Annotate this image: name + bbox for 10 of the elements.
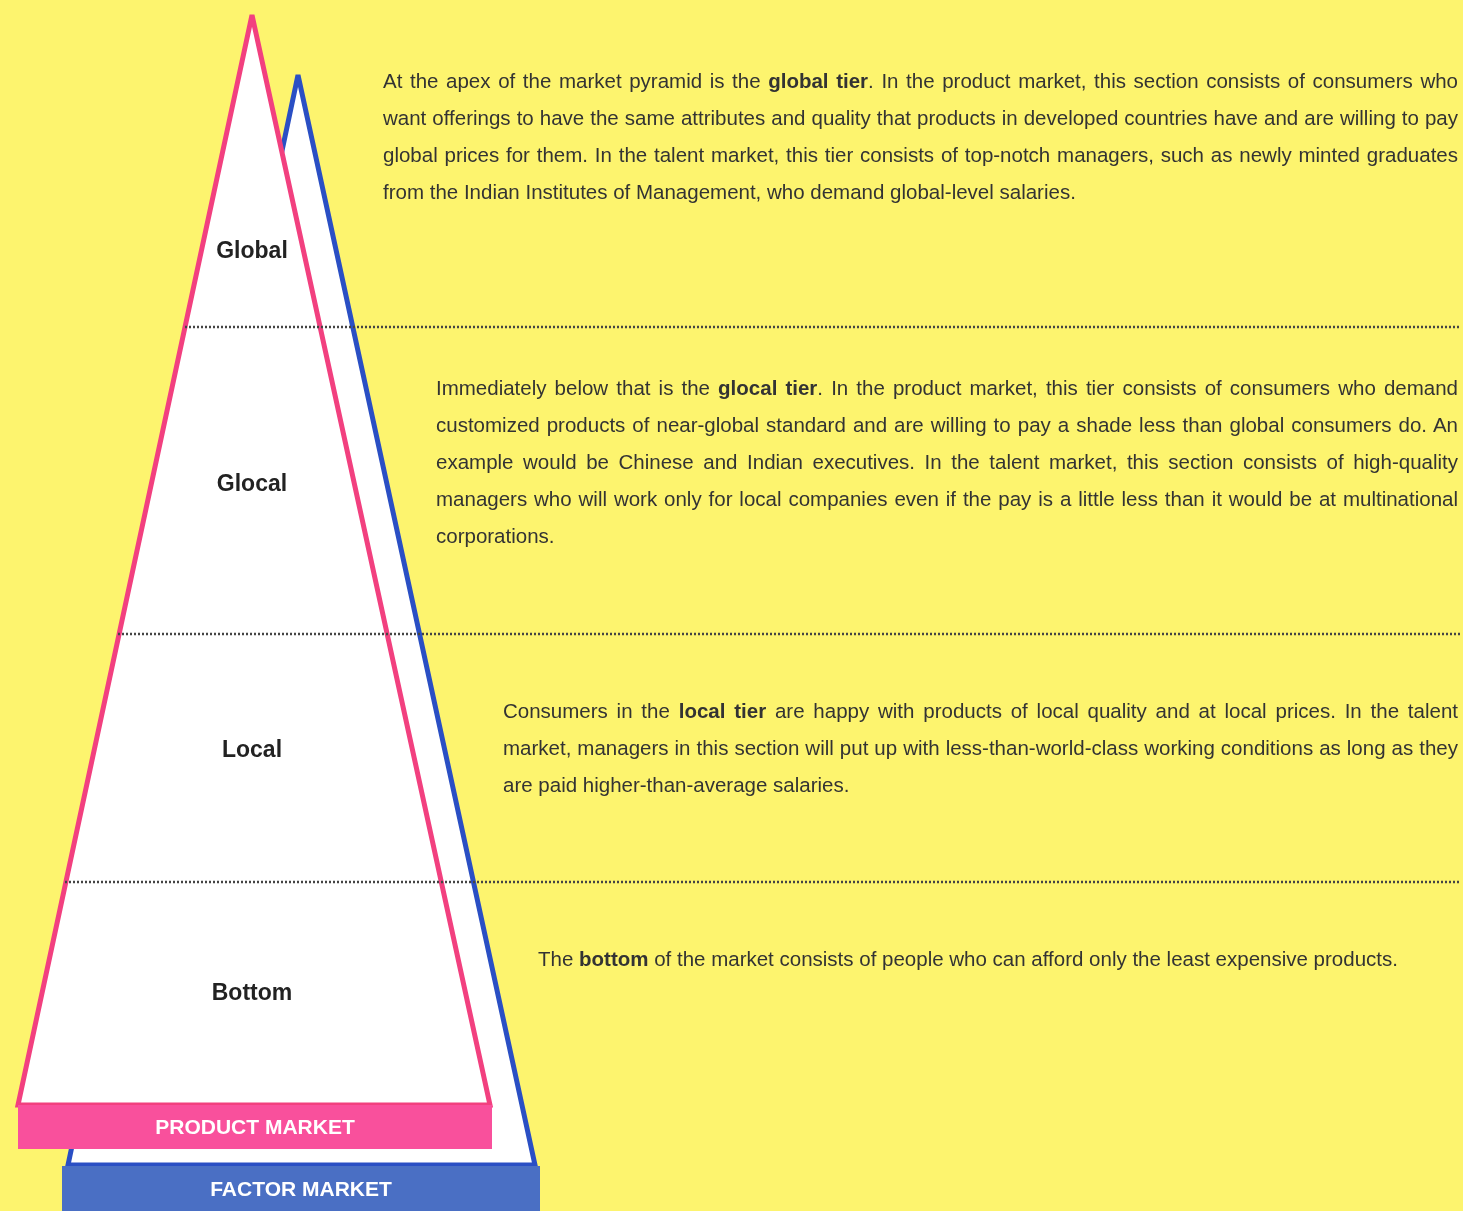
- tier-label: Glocal: [172, 470, 332, 497]
- tier-label: Local: [172, 736, 332, 763]
- tier-description: Immediately below that is the glocal tier. In the product market, this tier consists of consumers who demand customized products of near-global standard and are willing to pay a shade less than global consumers do. An example would be Chinese and Indian executives. In the talent market, this section consists of high-quality managers who will work only for local companies even if the pay is a little less than it would be at multinational corporations.: [436, 375, 1458, 549]
- tier-label: Bottom: [172, 979, 332, 1006]
- tier-label: Global: [172, 237, 332, 264]
- market-bar: FACTOR MARKET: [62, 1166, 540, 1211]
- tier-description: Consumers in the local tier are happy with products of local quality and at local prices. In the talent market, managers in this section will put up with less-than-world-class working conditions as long as they are paid higher-than-average salaries.: [503, 698, 1458, 798]
- tier-description: The bottom of the market consists of people who can afford only the least expensive products.: [538, 946, 1399, 972]
- market-bar: PRODUCT MARKET: [18, 1105, 492, 1149]
- tier-description: At the apex of the market pyramid is the global tier. In the product market, this section consists of consumers who want offerings to have the same attributes and quality that products in developed countries have and are willing to pay global prices for them. In the talent market, this tier consists of top-notch managers, such as newly minted graduates from the Indian Institutes of Management, who demand global-level salaries.: [383, 68, 1458, 205]
